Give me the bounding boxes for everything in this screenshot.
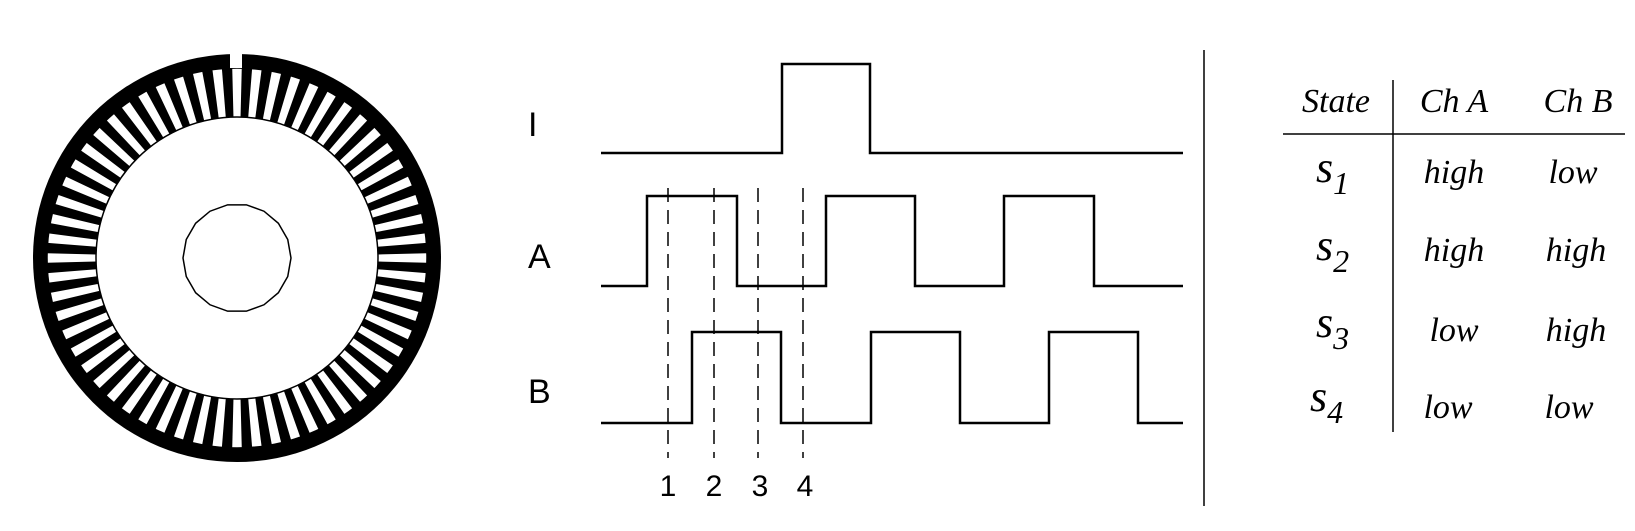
index-slot <box>230 52 242 68</box>
disk-slot <box>57 304 107 331</box>
state-marker-label-3: 3 <box>752 470 769 503</box>
disk-slot <box>74 331 121 366</box>
disk-slot <box>283 78 310 128</box>
disk-slot <box>375 223 426 240</box>
disk-slot <box>297 381 328 430</box>
disk-slot <box>372 290 422 313</box>
table-cell-ch-b: low <box>1548 154 1597 191</box>
disk-slot <box>333 120 375 162</box>
disk-slot <box>310 374 345 421</box>
disk-slot <box>48 223 99 240</box>
disk-slot <box>113 107 152 151</box>
disk-slot <box>221 68 234 118</box>
disk-slot <box>297 86 328 135</box>
table-header-ch-b: Ch B <box>1544 83 1613 120</box>
disk-slot <box>240 398 253 448</box>
disk-slot <box>377 261 427 274</box>
waveform-a <box>601 194 1183 288</box>
table-cell-ch-a: low <box>1423 389 1472 426</box>
disk-slot <box>65 318 114 349</box>
disk-slot <box>344 343 388 382</box>
disk-slot <box>269 393 292 443</box>
disk-slot <box>372 203 422 226</box>
disk-slot <box>86 134 130 173</box>
disk-slot <box>240 68 253 118</box>
disk-slot <box>375 276 426 293</box>
disk-slot <box>322 107 361 151</box>
disk-slot <box>52 290 102 313</box>
state-marker-lines <box>667 188 804 458</box>
table-cell-state: s4 <box>1310 372 1343 430</box>
disk-slot <box>48 276 99 293</box>
disk-slot <box>65 167 114 198</box>
disk-slot <box>344 134 388 173</box>
table-cell-ch-a: high <box>1424 232 1484 269</box>
disk-slot <box>377 242 427 255</box>
disk-slot <box>360 318 409 349</box>
disk-slot <box>129 374 164 421</box>
disk-slot <box>129 95 164 142</box>
waveform-b <box>601 330 1183 425</box>
disk-slot <box>202 396 219 447</box>
disk-slot <box>57 185 107 212</box>
disk-slot <box>146 86 177 135</box>
table-header-ch-a: Ch A <box>1420 83 1489 120</box>
table-cell-ch-a: low <box>1429 312 1478 349</box>
disk-slot <box>52 203 102 226</box>
disk-slot <box>310 95 345 142</box>
signal-label-b: B <box>528 373 551 411</box>
table-cell-ch-b: high <box>1546 232 1606 269</box>
disk-slot <box>360 167 409 198</box>
disk-slot <box>353 150 400 185</box>
state-marker-label-1: 1 <box>660 470 677 503</box>
disk-slot <box>367 185 417 212</box>
table-header-state: State <box>1302 83 1370 120</box>
disk-slot <box>164 78 191 128</box>
disk-slot <box>99 120 141 162</box>
disk-slot <box>182 73 205 123</box>
disk-slot <box>283 388 310 438</box>
disk-slot <box>47 261 97 274</box>
disk-slot <box>367 304 417 331</box>
disk-slot <box>182 393 205 443</box>
encoder-disk <box>33 52 441 462</box>
table-cell-state: s2 <box>1316 221 1349 279</box>
signal-label-a: A <box>528 238 551 276</box>
waveform-panel: I A B 1 2 3 4 <box>528 62 1183 503</box>
table-cell-ch-b: low <box>1544 389 1593 426</box>
table-row: s1 high low <box>1316 143 1598 201</box>
disk-slots <box>47 68 427 448</box>
disk-slot <box>255 69 272 120</box>
disk-slot <box>322 365 361 409</box>
table-cell-ch-a: high <box>1424 154 1484 191</box>
disk-slot <box>164 388 191 438</box>
disk-slot <box>221 398 234 448</box>
disk-slot <box>353 331 400 366</box>
signal-label-i: I <box>528 106 537 144</box>
disk-slot <box>146 381 177 430</box>
disk-slot <box>74 150 121 185</box>
disk-slot <box>269 73 292 123</box>
table-row: s2 high high <box>1316 221 1606 279</box>
table-row: s3 low high <box>1316 298 1606 356</box>
disk-slot <box>47 242 97 255</box>
table-cell-state: s3 <box>1316 298 1349 356</box>
table-cell-state: s1 <box>1316 143 1349 201</box>
disk-hub <box>182 204 292 312</box>
state-marker-label-4: 4 <box>797 470 814 503</box>
disk-slot <box>255 396 272 447</box>
waveform-i <box>601 62 1183 155</box>
state-marker-label-2: 2 <box>706 470 723 503</box>
disk-slot <box>86 343 130 382</box>
disk-slot <box>333 354 375 396</box>
table-row: s4 low low <box>1310 372 1594 430</box>
disk-slot <box>99 354 141 396</box>
disk-slot <box>113 365 152 409</box>
table-cell-ch-b: high <box>1546 312 1606 349</box>
state-table: State Ch A Ch B s1 high low s2 high high… <box>1283 80 1625 432</box>
disk-slot <box>202 69 219 120</box>
